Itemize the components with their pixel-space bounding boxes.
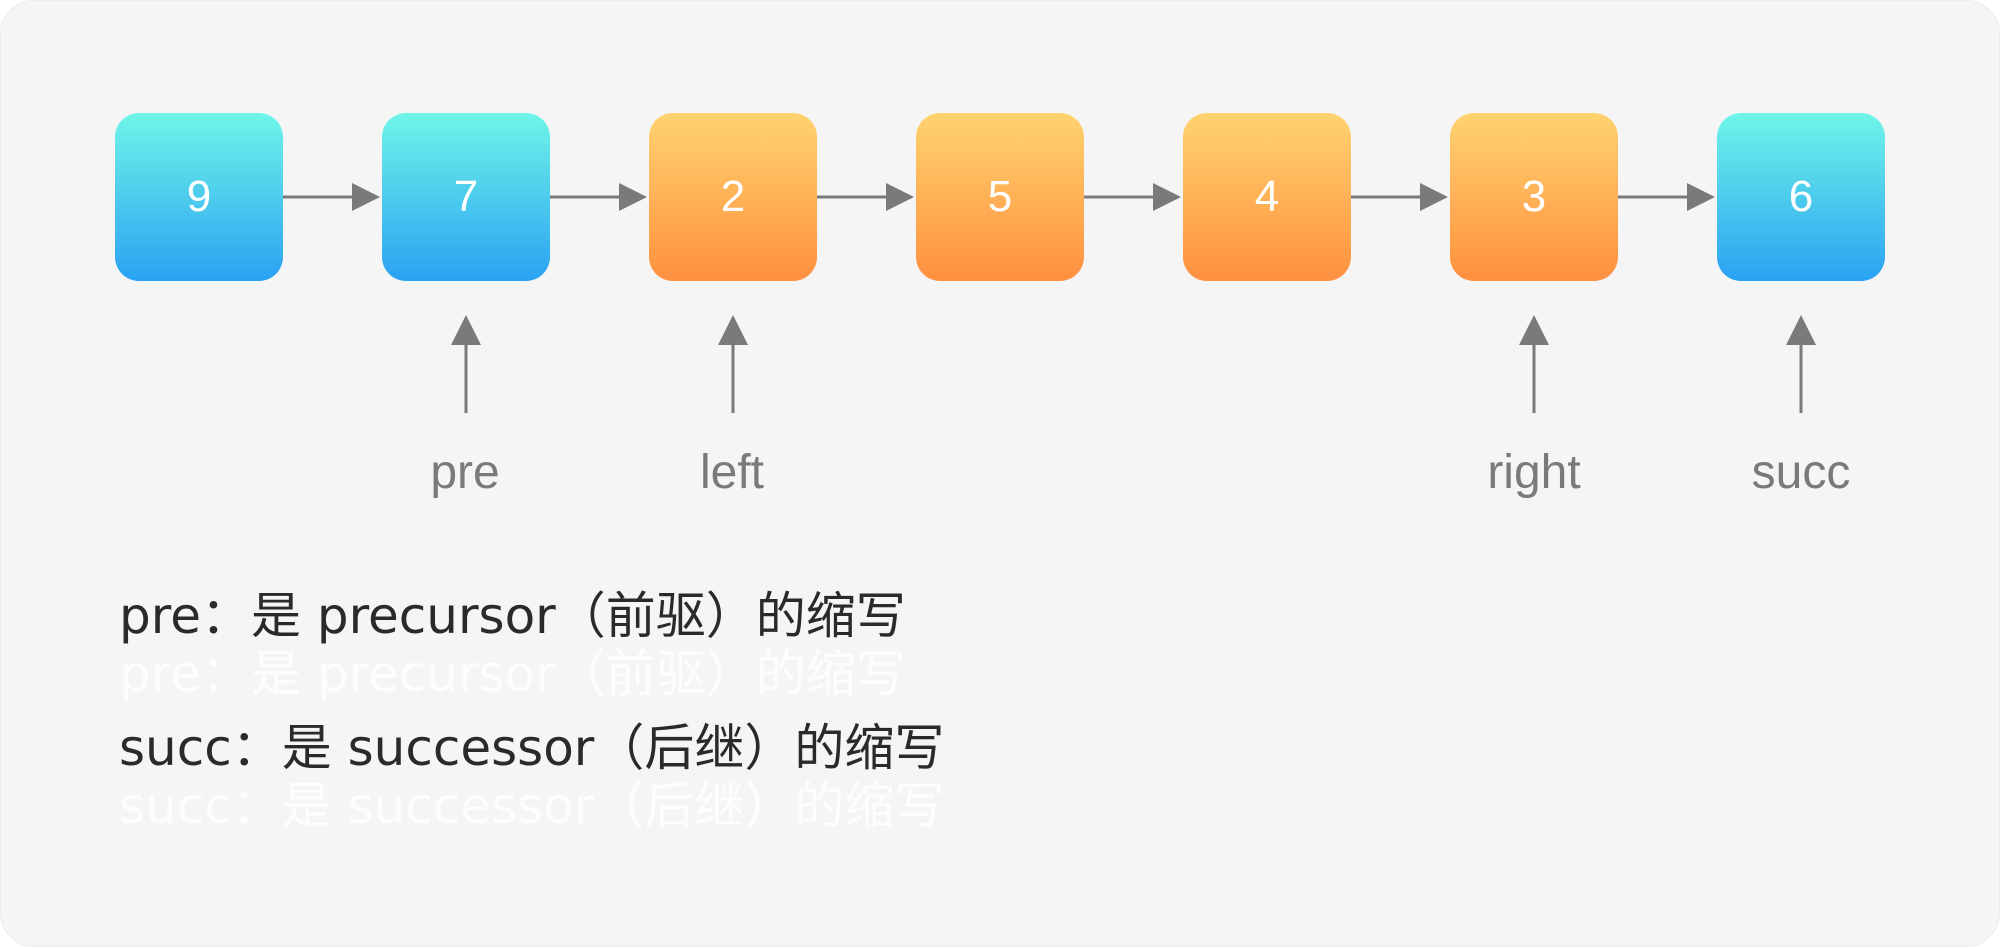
- pointer-arrow-head: [718, 315, 748, 345]
- pointer-label-right: right: [1487, 446, 1581, 499]
- pointer-label-succ: succ: [1751, 446, 1851, 499]
- list-node-3: 5: [916, 113, 1084, 281]
- pointer-arrow-head: [451, 315, 481, 345]
- node-value: 7: [453, 172, 479, 221]
- list-node-6: 6: [1717, 113, 1885, 281]
- list-node-1: 7: [382, 113, 550, 281]
- succ-note-reflection: succ：是 successor（后继）的缩写: [119, 777, 945, 835]
- node-value: 3: [1521, 172, 1547, 221]
- pointer-label-left: left: [699, 446, 765, 499]
- pointer-arrow-head: [1519, 315, 1549, 345]
- link-arrow-head: [886, 183, 914, 211]
- pointer-arrow-head: [1786, 315, 1816, 345]
- node-value: 4: [1254, 172, 1280, 221]
- list-node-5: 3: [1450, 113, 1618, 281]
- link-arrow-head: [352, 183, 380, 211]
- pre-note-reflection: pre：是 precursor（前驱）的缩写: [119, 645, 906, 703]
- node-value: 5: [987, 172, 1013, 221]
- link-arrow-head: [1687, 183, 1715, 211]
- link-arrow-head: [1153, 183, 1181, 211]
- node-value: 9: [186, 172, 212, 221]
- list-node-4: 4: [1183, 113, 1351, 281]
- succ-note: succ：是 successor（后继）的缩写: [119, 719, 945, 777]
- pre-note: pre：是 precursor（前驱）的缩写: [119, 587, 906, 645]
- list-node-0: 9: [115, 113, 283, 281]
- link-arrow-head: [1420, 183, 1448, 211]
- link-arrow-head: [619, 183, 647, 211]
- node-value: 6: [1788, 172, 1814, 221]
- node-value: 2: [720, 172, 746, 221]
- list-node-2: 2: [649, 113, 817, 281]
- pointer-label-pre: pre: [430, 446, 500, 499]
